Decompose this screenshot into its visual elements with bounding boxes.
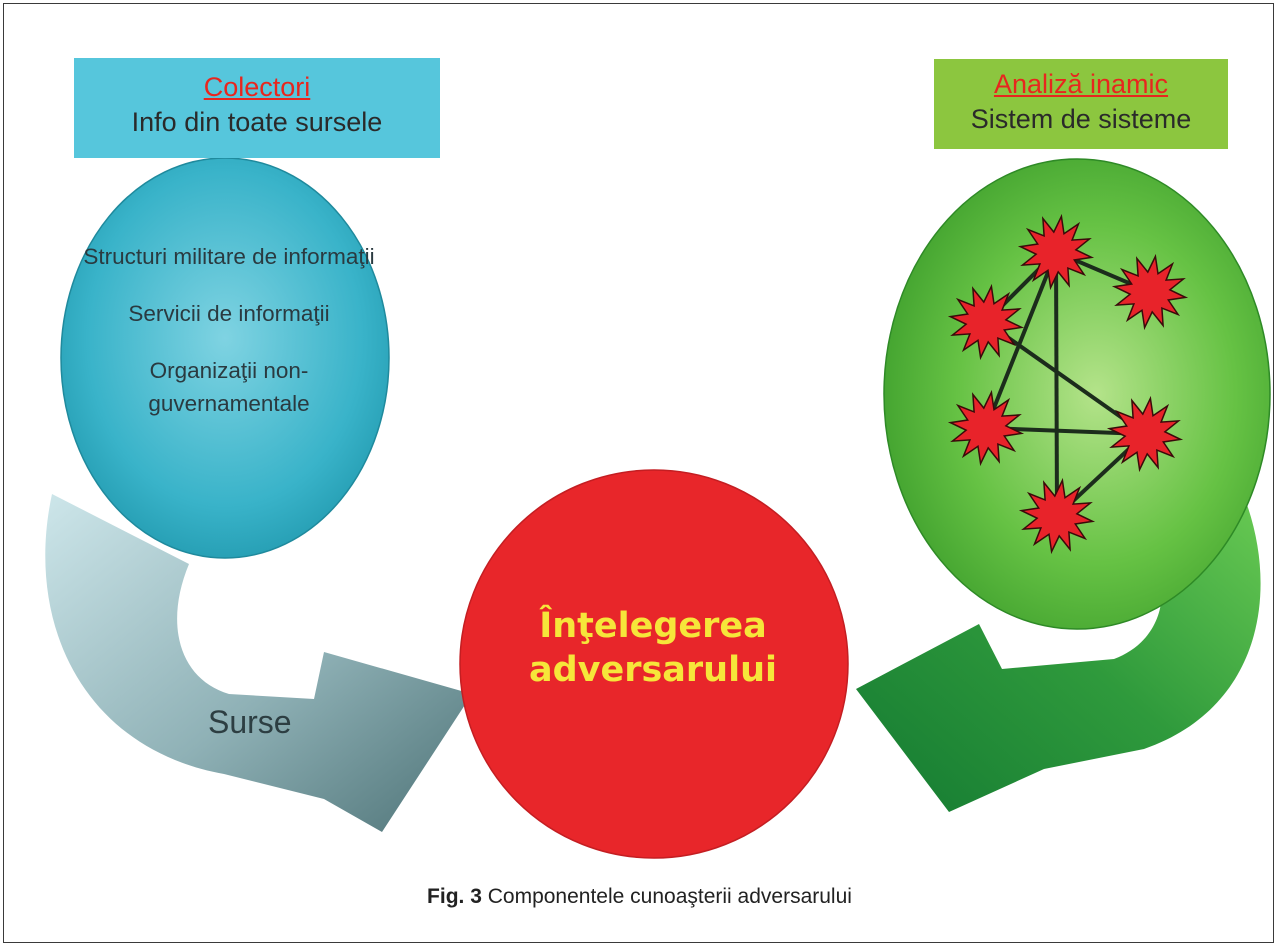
network-node-star: [947, 389, 1025, 467]
center-label: Înţelegerea adversarului: [494, 604, 812, 692]
collectors-box: Colectori Info din toate sursele: [74, 58, 440, 158]
list-item: Organizaţii non-guvernamentale: [148, 358, 310, 416]
figure-caption-text: Componentele cunoaşterii adversarului: [487, 885, 852, 908]
network-node-star: [1111, 253, 1189, 331]
network-node-star: [947, 283, 1025, 361]
figure-caption: Fig. 3 Componentele cunoaşterii adversar…: [4, 885, 1275, 909]
sources-arrow: [45, 494, 472, 832]
collector-sources-list: Structuri militare de informaţii Servici…: [74, 240, 384, 444]
analysis-box: Analiză inamic Sistem de sisteme: [934, 59, 1228, 149]
center-label-line2: adversarului: [528, 650, 778, 690]
analysis-title: Analiză inamic: [993, 69, 1169, 99]
center-label-line1: Înţelegerea: [539, 606, 767, 646]
network-node-star: [1106, 395, 1184, 473]
collectors-subtitle: Info din toate sursele: [131, 107, 383, 137]
network-node-star: [1017, 213, 1095, 291]
center-circle: [459, 469, 849, 859]
diagram-canvas: [45, 157, 1271, 859]
collectors-title: Colectori: [203, 72, 311, 102]
list-item: Servicii de informaţii: [128, 301, 330, 326]
analysis-subtitle: Sistem de sisteme: [970, 104, 1192, 134]
network-nodes: [947, 213, 1189, 555]
list-item: Structuri militare de informaţii: [83, 244, 375, 269]
figure-frame: Colectori Info din toate sursele Analiză…: [3, 3, 1274, 943]
enemy-network-ellipse: [883, 158, 1271, 630]
network-node-star: [1018, 477, 1096, 555]
collectors-ellipse: [60, 157, 390, 559]
sources-label: Surse: [208, 704, 292, 740]
figure-number: Fig. 3: [427, 885, 482, 908]
